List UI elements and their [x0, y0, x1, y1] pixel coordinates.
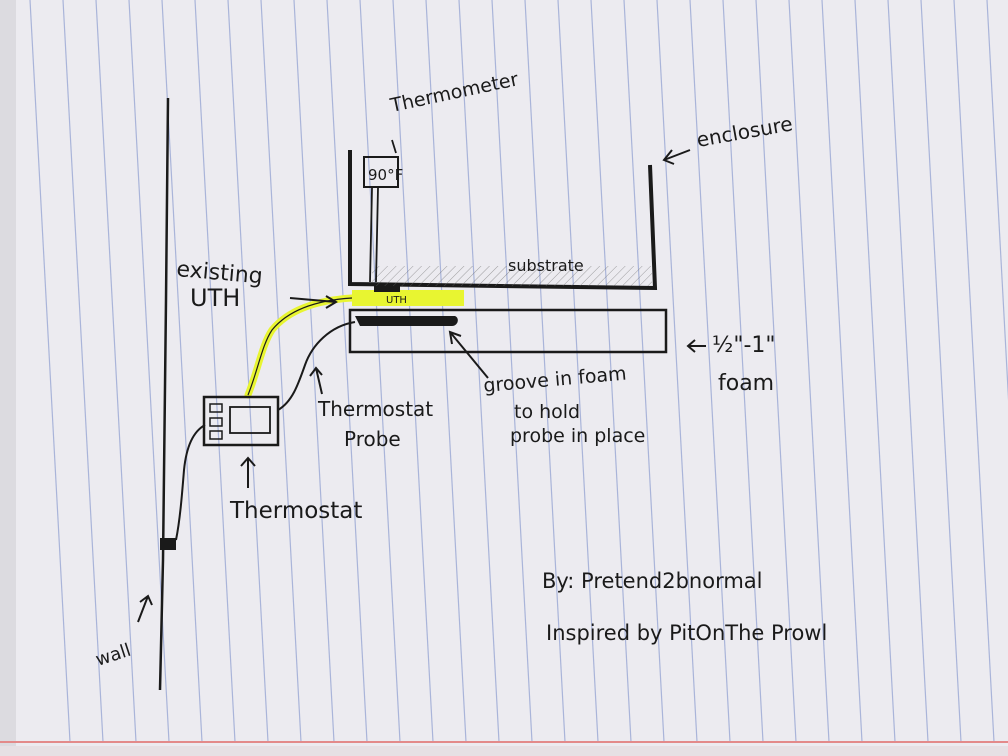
probe-groove [355, 316, 458, 326]
rule-line [755, 0, 797, 743]
rule-line [689, 0, 731, 743]
rule-line [557, 0, 599, 743]
rule-line [821, 0, 863, 743]
rule-line [326, 0, 368, 743]
foam-size-label: ½"-1" [712, 333, 776, 358]
uth-connector [374, 286, 400, 292]
substrate-layer [372, 266, 652, 286]
page-bottom-edge [0, 746, 1008, 756]
uth-arrow [289, 295, 338, 309]
rule-line [491, 0, 533, 743]
rule-line [953, 0, 995, 743]
rule-line [458, 0, 500, 743]
power-cord [175, 424, 206, 541]
foam-arrow [686, 339, 706, 353]
rule-line [194, 0, 236, 743]
rule-line [986, 0, 1008, 401]
page-edge [0, 0, 16, 756]
probe-label-2: Probe [344, 427, 401, 451]
rule-line [623, 0, 665, 743]
rule-line [95, 0, 137, 743]
rule-line [887, 0, 929, 743]
credit-author: By: Pretend2bnormal [542, 569, 763, 593]
probe-cable [277, 321, 356, 411]
rule-line [227, 0, 269, 743]
thermostat-button-3 [209, 430, 223, 440]
thermostat-button-2 [209, 417, 223, 427]
rule-line [590, 0, 632, 743]
probe-label-1: Thermostat [317, 397, 433, 421]
thermostat-box [202, 395, 280, 447]
foam-label: foam [718, 371, 774, 396]
rule-line [722, 0, 764, 743]
rule-line [425, 0, 467, 743]
wall-arrow [137, 594, 153, 623]
rule-line [524, 0, 566, 743]
rule-line [359, 0, 401, 743]
substrate-label: substrate [508, 256, 584, 275]
thermometer-probe [369, 187, 379, 283]
uth-label: UTH [190, 284, 240, 312]
rule-line [260, 0, 302, 743]
foam-board [348, 308, 668, 354]
uth-pad-label: UTH [386, 295, 407, 306]
thermometer-display [363, 156, 399, 188]
thermostat-label: Thermostat [229, 498, 362, 524]
ruled-lines [29, 0, 1008, 743]
groove-label-2: to hold [514, 401, 580, 423]
probe-arrow [309, 366, 323, 395]
rule-line [854, 0, 896, 743]
rule-line [788, 0, 830, 743]
thermometer-pointer [391, 139, 397, 154]
groove-arrow [448, 330, 489, 379]
rule-line [392, 0, 434, 743]
rule-line [656, 0, 698, 743]
rule-line [29, 0, 71, 743]
thermostat-arrow [240, 456, 256, 488]
wall-plug [160, 538, 176, 550]
uth-highlight [352, 290, 464, 306]
thermometer-reading: 90°F [368, 166, 403, 184]
groove-label-3: probe in place [510, 425, 645, 447]
rule-line [920, 0, 962, 743]
rule-line [62, 0, 104, 743]
credit-inspiration: Inspired by PitOnThe Prowl [546, 621, 827, 645]
enclosure-arrow [662, 149, 691, 165]
thermostat-button-1 [209, 403, 223, 413]
thermostat-screen [229, 406, 271, 434]
wall-line [158, 97, 170, 691]
